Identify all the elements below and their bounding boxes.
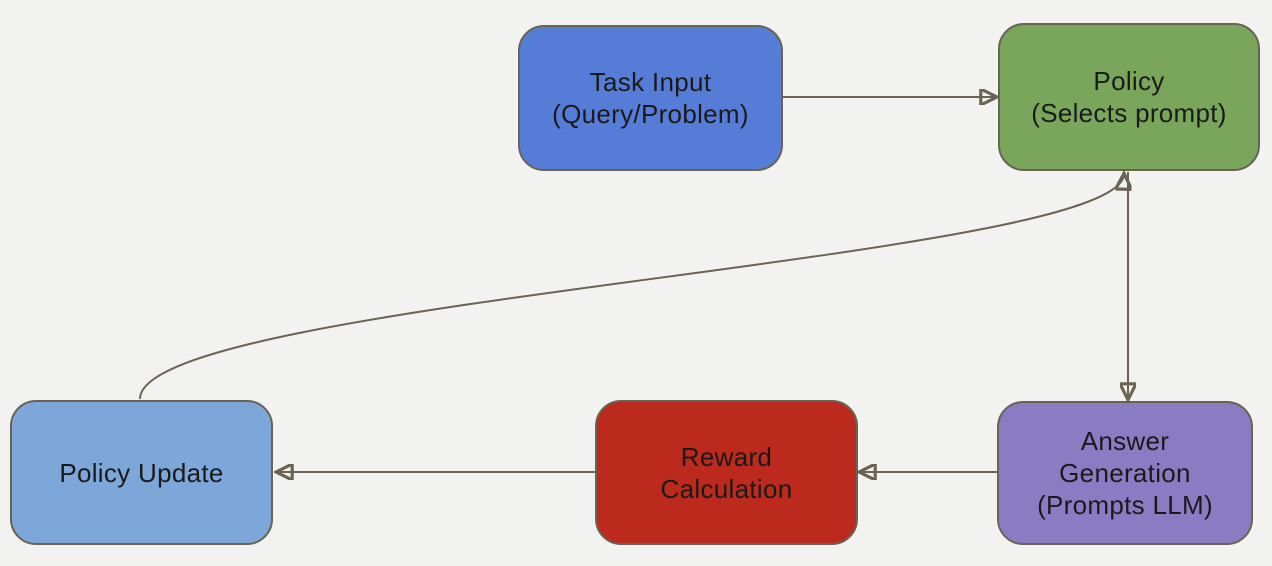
node-reward-calculation: Reward Calculation xyxy=(595,400,858,545)
node-answer-generation-label: Answer Generation (Prompts LLM) xyxy=(1037,426,1213,520)
edge-policy-update-to-policy xyxy=(139,174,1124,400)
node-task-input-label: Task Input (Query/Problem) xyxy=(552,67,749,129)
node-policy-update-label: Policy Update xyxy=(59,457,224,488)
node-task-input: Task Input (Query/Problem) xyxy=(518,25,783,171)
node-reward-calculation-label: Reward Calculation xyxy=(660,441,793,504)
node-answer-generation: Answer Generation (Prompts LLM) xyxy=(997,401,1253,545)
node-policy: Policy (Selects prompt) xyxy=(998,23,1260,171)
node-policy-label: Policy (Selects prompt) xyxy=(1031,66,1227,128)
node-policy-update: Policy Update xyxy=(10,400,273,545)
